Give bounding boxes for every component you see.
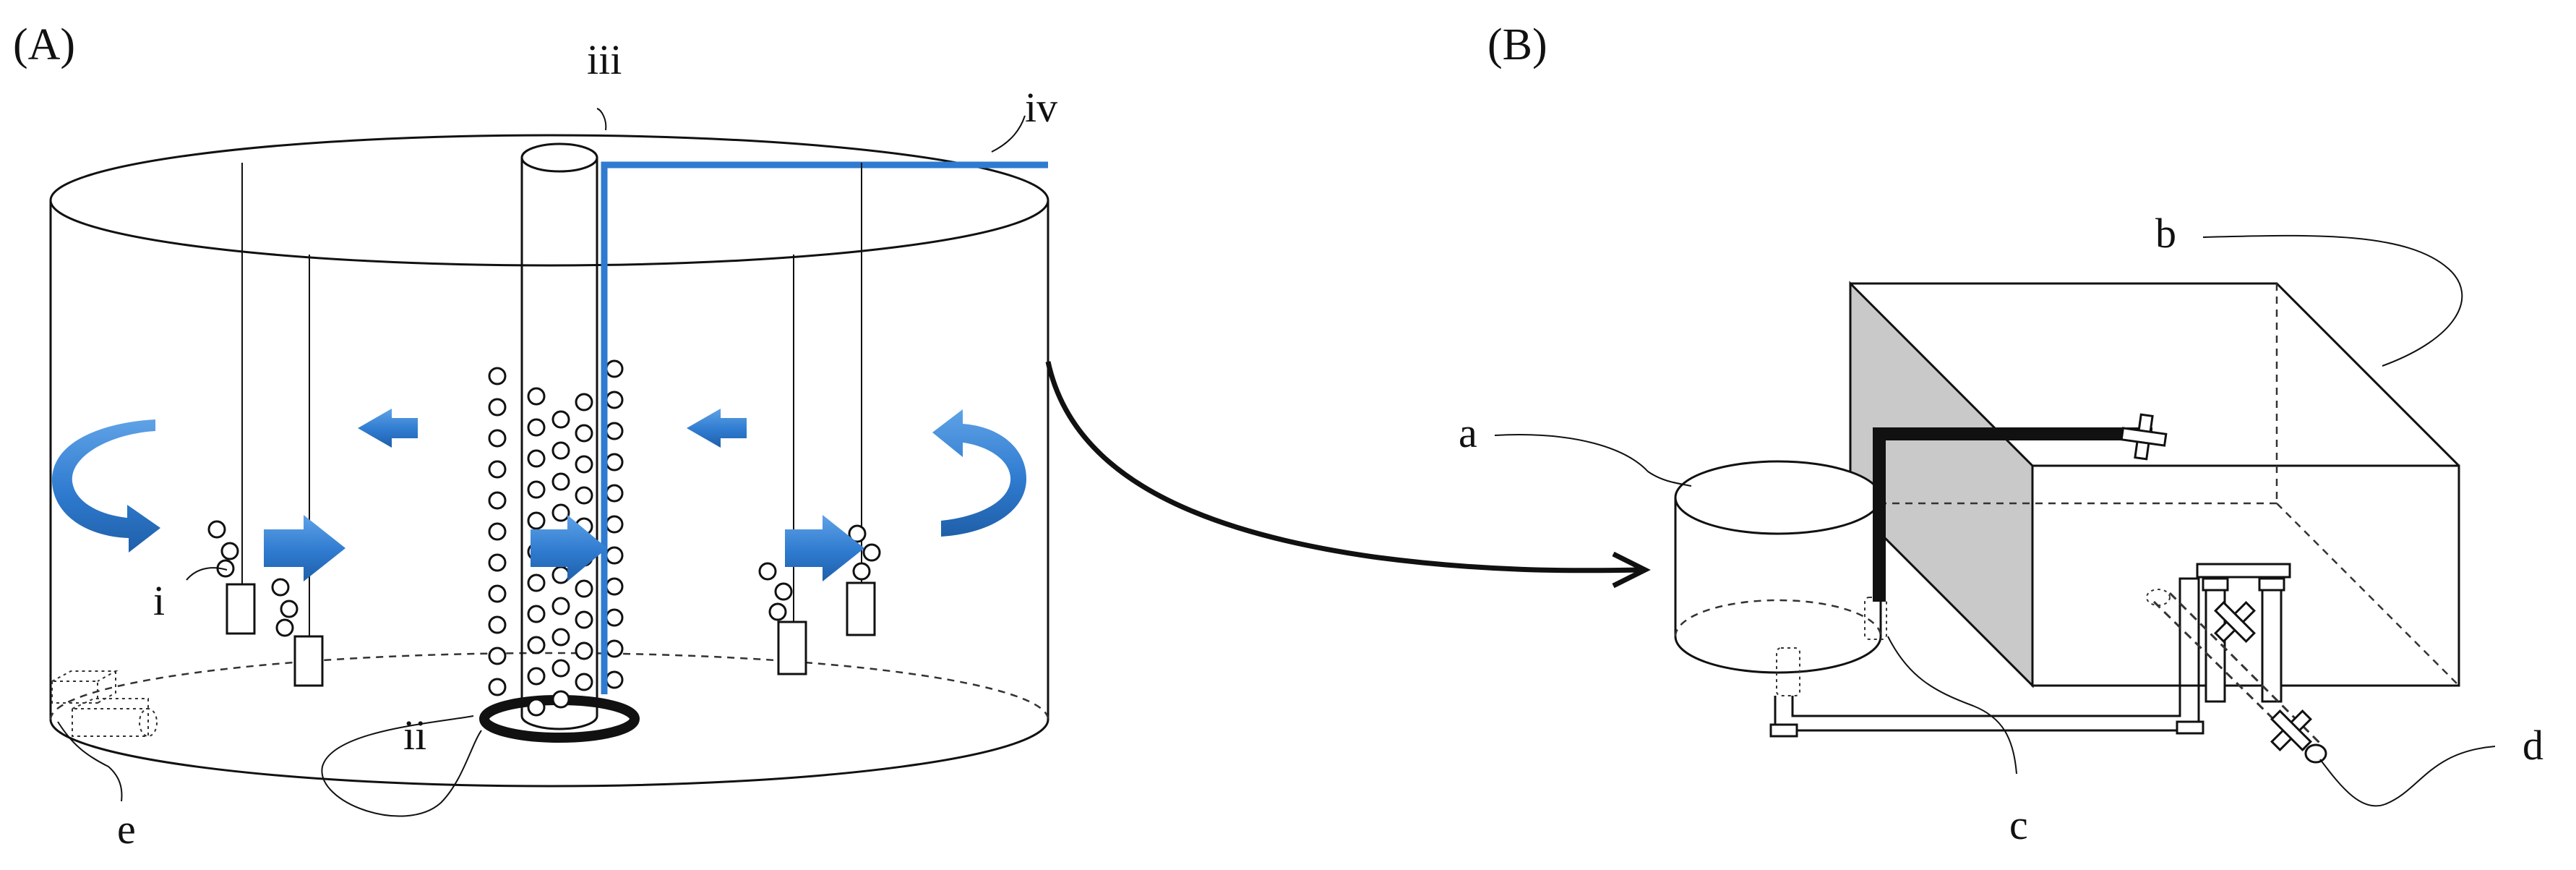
air-bubble (605, 639, 624, 658)
circulation-arrow-left-icon (51, 419, 160, 553)
air-bubble (527, 387, 546, 406)
outlet-pipe (51, 670, 158, 737)
air-bubble (527, 698, 546, 717)
label-i: i (153, 577, 165, 624)
leader-lines-a (57, 108, 1026, 817)
air-bubble (527, 667, 546, 686)
air-bubble (551, 628, 570, 647)
air-bubble (605, 515, 624, 534)
leader-lines-b (1494, 234, 2496, 807)
arrow-left-icon (358, 409, 418, 448)
air-bubble (488, 678, 507, 696)
air-bubble (575, 393, 593, 411)
overflow-device (2146, 563, 2327, 764)
air-bubble (488, 615, 507, 634)
air-bubble (488, 429, 507, 448)
air-bubble (527, 418, 546, 437)
air-bubble (488, 584, 507, 603)
holding-box (1849, 281, 2460, 688)
air-bubble (527, 449, 546, 468)
sensor-probe (777, 620, 807, 675)
air-bubble (551, 503, 570, 522)
air-supply-line (601, 161, 1048, 694)
air-bubble (551, 597, 570, 615)
air-bubble (488, 553, 507, 572)
panel-label-b: (B) (1487, 20, 1547, 69)
arrow-right-icon (531, 515, 607, 581)
air-bubble (527, 480, 546, 499)
arrow-right-icon (785, 515, 864, 581)
tank-cylinder (49, 134, 1049, 788)
air-bubble (575, 424, 593, 443)
air-bubble (605, 422, 624, 440)
label-d: d (2523, 722, 2543, 769)
sensor-probe (226, 583, 256, 635)
air-bubble (575, 673, 593, 691)
valve-icon (2214, 601, 2256, 643)
return-pipe (1769, 577, 2204, 738)
air-bubble (605, 577, 624, 596)
air-bubble (605, 359, 624, 378)
air-bubble (575, 486, 593, 505)
air-bubble (551, 472, 570, 491)
air-bubble (527, 605, 546, 623)
air-bubble (488, 491, 507, 510)
air-bubble (575, 610, 593, 629)
air-bubble (551, 659, 570, 678)
sensor-probe (293, 635, 324, 687)
label-iii: iii (587, 36, 622, 83)
air-bubble (551, 410, 570, 429)
air-bubble (551, 441, 570, 460)
air-bubble (488, 522, 507, 541)
air-bubble (488, 398, 507, 417)
valve-icon (2120, 413, 2168, 461)
air-bubble (488, 367, 507, 385)
air-bubble (527, 573, 546, 592)
valve-icon (2270, 709, 2312, 751)
air-bubble (575, 641, 593, 660)
air-bubble (605, 484, 624, 503)
air-bubble (605, 453, 624, 472)
air-bubble (488, 460, 507, 479)
label-e: e (117, 806, 136, 853)
arrow-left-icon (687, 409, 747, 448)
air-bubble (488, 647, 507, 665)
small-tank (1674, 460, 1887, 696)
feed-pipe (1873, 413, 2168, 602)
arrow-right-icon (264, 515, 345, 581)
label-ii: ii (403, 712, 426, 759)
connector-arrow (1045, 361, 1651, 589)
label-c: c (2009, 801, 2028, 848)
air-bubble (575, 455, 593, 474)
air-bubble (527, 636, 546, 654)
air-bubble (527, 511, 546, 530)
panel-label-a: (A) (13, 20, 75, 69)
sensor-probe (846, 581, 876, 636)
air-bubble (551, 690, 570, 709)
central-column (520, 142, 598, 730)
sensor-bubbles (207, 520, 881, 637)
air-bubble (605, 608, 624, 627)
air-bubble (605, 391, 624, 409)
label-a: a (1459, 409, 1477, 456)
air-bubble (575, 579, 593, 598)
flow-arrows (51, 409, 1026, 581)
label-b: b (2155, 210, 2176, 257)
circulation-arrow-right-icon (932, 409, 1026, 537)
air-bubble (605, 546, 624, 565)
air-bubble (551, 566, 570, 584)
label-iv: iv (1025, 84, 1057, 131)
air-bubble (605, 670, 624, 689)
